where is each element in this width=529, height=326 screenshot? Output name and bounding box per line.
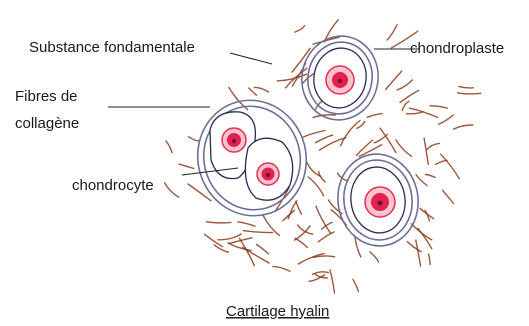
collagen-fiber <box>230 238 252 244</box>
nucleolus <box>378 201 383 206</box>
collagen-fiber <box>273 266 290 271</box>
collagen-fiber <box>239 238 254 266</box>
leader-substance <box>230 53 272 64</box>
collagen-fiber <box>353 279 358 291</box>
collagen-fiber <box>166 141 172 153</box>
collagen-fiber <box>188 137 198 141</box>
label-collagene: collagène <box>15 115 79 132</box>
collagen-fiber <box>370 252 379 262</box>
collagen-fiber <box>430 106 447 108</box>
collagen-fiber <box>407 242 421 252</box>
collagen-fiber <box>380 128 396 152</box>
collagen-fiber <box>442 190 453 203</box>
collagen-fiber <box>386 71 402 90</box>
collagen-fiber <box>316 135 333 143</box>
collagen-fiber <box>249 88 257 95</box>
collagen-fiber <box>218 234 241 240</box>
collagen-fiber <box>296 201 302 214</box>
collagen-fiber <box>165 183 179 197</box>
collagen-fiber <box>295 26 305 32</box>
collagen-fiber <box>402 101 409 110</box>
nucleolus <box>266 173 270 177</box>
collagen-fiber <box>357 140 373 155</box>
collagen-fiber <box>256 244 268 253</box>
collagen-fiber <box>319 171 325 181</box>
isogenic-group-left <box>185 88 319 228</box>
collagen-fiber <box>454 125 473 129</box>
collagen-fiber <box>206 222 231 223</box>
collagen-fiber <box>302 131 325 138</box>
label-substance-fondamentale: Substance fondamentale <box>29 39 195 56</box>
collagen-fiber <box>341 121 361 146</box>
collagen-fiber <box>439 115 454 124</box>
collagen-fiber <box>424 138 428 164</box>
label-chondrocyte: chondrocyte <box>72 177 154 194</box>
collagen-fiber <box>254 87 268 92</box>
label-fibres-de: Fibres de <box>15 88 78 105</box>
collagen-fiber <box>188 184 211 201</box>
collagen-fiber <box>316 206 331 233</box>
collagen-fiber <box>441 154 460 179</box>
collagen-fiber <box>427 143 439 149</box>
collagen-fiber <box>436 160 448 164</box>
collagen-fiber <box>295 238 307 247</box>
collagen-fiber <box>400 90 419 102</box>
nucleolus <box>338 79 342 83</box>
collagen-fiber <box>396 140 412 157</box>
collagen-fiber <box>330 270 335 293</box>
collagen-fiber <box>411 224 431 240</box>
collagen-fiber <box>420 208 434 218</box>
collagen-fiber <box>308 177 323 196</box>
collagen-fiber <box>416 240 421 266</box>
collagen-fiber <box>179 164 194 168</box>
figure-caption: Cartilage hyalin <box>226 303 329 320</box>
collagen-fiber <box>228 243 251 251</box>
collagen-fiber <box>288 201 297 219</box>
label-chondroplaste: chondroplaste <box>410 40 504 57</box>
collagen-fiber <box>397 80 412 90</box>
collagen-fiber <box>406 112 422 114</box>
collagen-fiber <box>318 232 334 242</box>
collagen-fiber <box>367 114 382 118</box>
collagen-fiber <box>238 222 255 226</box>
collagen-fiber <box>458 93 481 94</box>
collagen-fiber <box>416 175 427 186</box>
chondroplaste-bottom <box>332 149 424 251</box>
nucleolus <box>232 139 236 143</box>
collagen-fiber <box>429 254 431 265</box>
collagen-fiber <box>387 25 397 40</box>
collagen-fiber <box>243 231 272 233</box>
collagen-fiber <box>426 175 436 178</box>
collagen-fiber <box>374 135 387 143</box>
collagen-fiber <box>459 86 474 88</box>
collagen-fiber <box>298 254 324 264</box>
collagen-fiber <box>410 108 438 117</box>
collagen-fiber <box>313 272 329 274</box>
